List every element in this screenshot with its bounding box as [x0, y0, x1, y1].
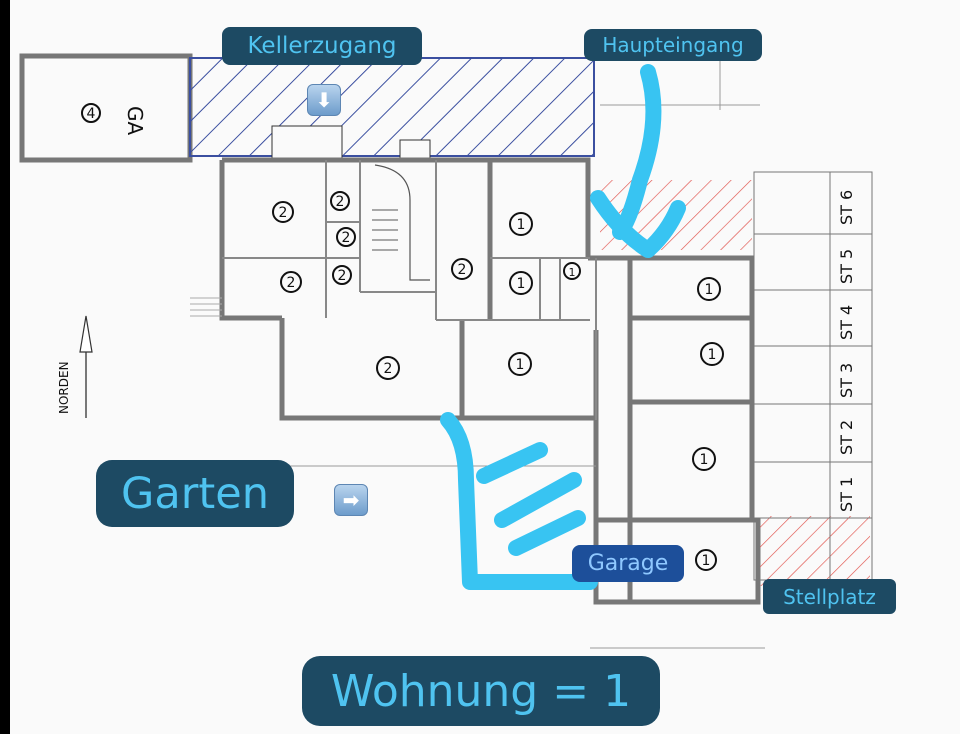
right-arrow-icon: ➡ [334, 484, 368, 516]
stellplatz-red-hatch [760, 516, 870, 586]
terrace-steps [190, 297, 222, 317]
unit-label: 2 [287, 275, 296, 291]
ga-number-circle [81, 103, 101, 123]
unit-label: 1 [705, 282, 714, 298]
garage-arrow-stroke-2 [494, 472, 582, 528]
keller-stairs [271, 125, 343, 159]
unit-label: 2 [279, 205, 288, 221]
ga-label: GA [123, 106, 147, 135]
norden-label: NORDEN [57, 361, 71, 414]
parking-label: ST 6 [837, 190, 856, 225]
entrance-arrowhead-stroke [590, 190, 686, 258]
unit-label: 1 [702, 553, 711, 569]
entrance-arrow-stroke [612, 64, 662, 240]
wohnung-legend-label: Wohnung = 1 [302, 656, 660, 726]
ga-number: 4 [87, 106, 96, 122]
garage-label: Garage [572, 545, 684, 582]
parking-label: ST 2 [837, 420, 856, 455]
unit-numbers: 2 2 2 2 2 2 2 1 1 1 1 1 1 1 1 4 [87, 106, 717, 569]
garten-label: Garten [96, 460, 294, 527]
stair-curve [374, 164, 430, 281]
north-arrow-head [79, 315, 93, 353]
unit-label: 2 [384, 361, 393, 377]
unit-label: 2 [336, 194, 345, 210]
parking-labels: ST 6 ST 5 ST 4 ST 3 ST 2 ST 1 [837, 190, 856, 512]
parking-label: ST 4 [837, 305, 856, 340]
garage-arrow-stroke-1 [476, 442, 548, 484]
parking-label: ST 3 [837, 363, 856, 398]
unit-label: 2 [458, 262, 467, 278]
garage-path-stroke [440, 412, 598, 590]
keller-hatch-area [189, 57, 595, 157]
unit-label: 1 [708, 347, 717, 363]
unit-label: 1 [700, 452, 709, 468]
kellerzugang-label: Kellerzugang [222, 27, 422, 65]
unit-label: 2 [338, 268, 347, 284]
garage-arrow-stroke-3 [508, 510, 586, 556]
stellplatz-label: Stellplatz [763, 579, 896, 614]
unit-label: 1 [517, 276, 526, 292]
annotation-strokes [440, 64, 686, 590]
unit-circles [272, 191, 724, 571]
unit-label: 2 [342, 230, 351, 246]
keller-stairs-2 [399, 139, 431, 159]
stair-treads [372, 209, 398, 251]
haupteingang-label: Haupteingang [584, 29, 762, 61]
parking-label: ST 5 [837, 249, 856, 284]
garage-ga-outline [19, 53, 193, 163]
down-arrow-icon: ⬇ [307, 84, 341, 116]
unit-label: 1 [517, 217, 526, 233]
unit-label: 1 [516, 357, 525, 373]
unit-label: 1 [569, 266, 576, 279]
parking-label: ST 1 [837, 477, 856, 512]
interior-walls [222, 160, 597, 420]
